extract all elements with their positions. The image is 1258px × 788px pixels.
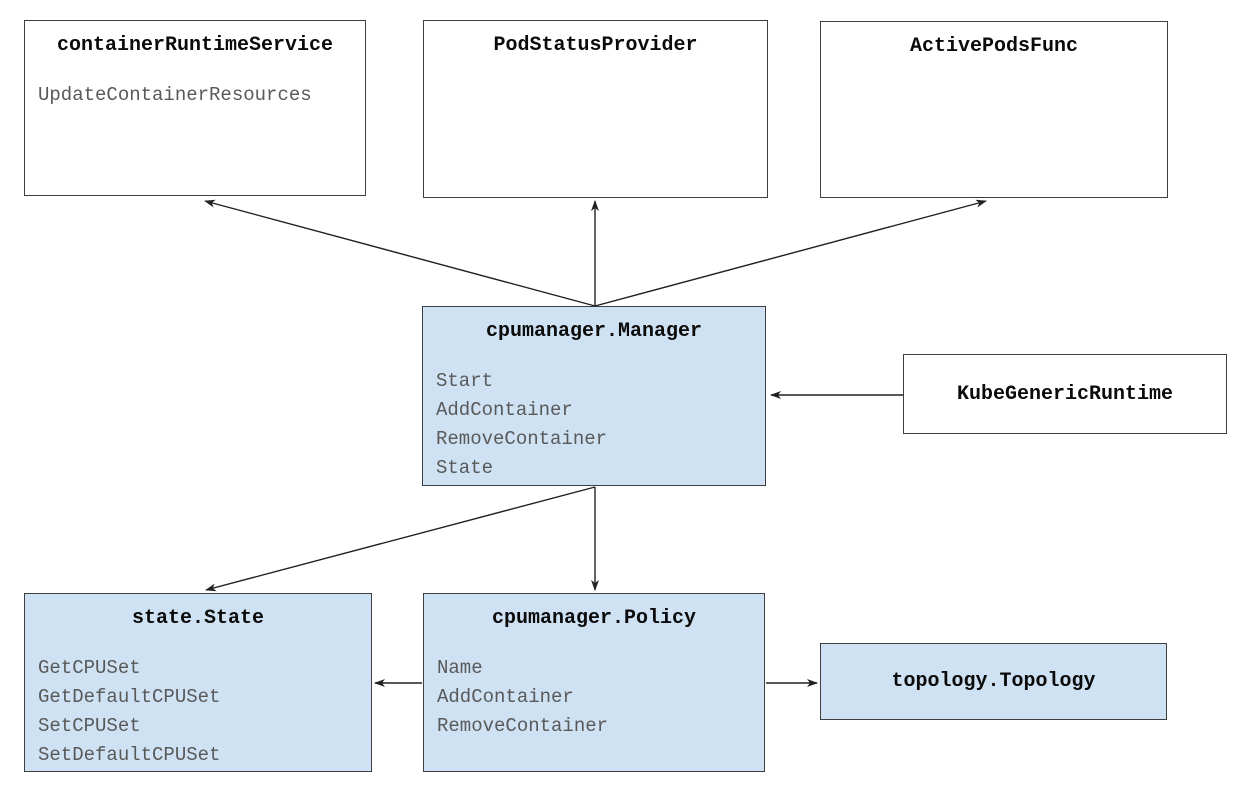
- method-label: Name: [437, 657, 483, 679]
- node-method-list: UpdateContainerResources: [25, 81, 365, 110]
- method-label: AddContainer: [436, 399, 573, 421]
- arrow-manager-to-state-state: [205, 486, 596, 592]
- node-title: containerRuntimeService: [56, 34, 334, 57]
- method-label: GetDefaultCPUSet: [38, 686, 221, 708]
- method-label: State: [436, 457, 494, 479]
- method-label: SetCPUSet: [38, 715, 141, 737]
- arrow-manager-to-active-pods-func: [594, 199, 987, 307]
- node-topology-topology: topology.Topology: [820, 643, 1167, 720]
- node-title: ActivePodsFunc: [909, 35, 1079, 58]
- node-method-list: GetCPUSet GetDefaultCPUSet SetCPUSet Set…: [25, 654, 371, 770]
- node-cpumanager-policy: cpumanager.Policy Name AddContainer Remo…: [423, 593, 765, 772]
- method-label: RemoveContainer: [436, 428, 608, 450]
- node-title: PodStatusProvider: [493, 34, 698, 57]
- method-label: Start: [436, 370, 494, 392]
- node-kube-generic-runtime: KubeGenericRuntime: [903, 354, 1227, 434]
- node-method-list: Start AddContainer RemoveContainer State: [423, 367, 765, 483]
- node-pod-status-provider: PodStatusProvider: [423, 20, 768, 198]
- node-title: cpumanager.Policy: [491, 607, 697, 630]
- node-cpumanager-manager: cpumanager.Manager Start AddContainer Re…: [422, 306, 766, 486]
- node-method-list: Name AddContainer RemoveContainer: [424, 654, 764, 741]
- method-label: UpdateContainerResources: [38, 84, 312, 106]
- method-label: RemoveContainer: [437, 715, 609, 737]
- node-container-runtime-service: containerRuntimeService UpdateContainerR…: [24, 20, 366, 196]
- arrow-manager-to-container-runtime-service: [204, 199, 596, 307]
- method-label: SetDefaultCPUSet: [38, 744, 221, 766]
- method-label: GetCPUSet: [38, 657, 141, 679]
- node-title: KubeGenericRuntime: [956, 382, 1174, 406]
- method-label: AddContainer: [437, 686, 574, 708]
- node-state-state: state.State GetCPUSet GetDefaultCPUSet S…: [24, 593, 372, 772]
- node-title: topology.Topology: [891, 670, 1096, 693]
- node-title: state.State: [131, 607, 265, 630]
- node-title: cpumanager.Manager: [485, 320, 703, 343]
- node-active-pods-func: ActivePodsFunc: [820, 21, 1168, 198]
